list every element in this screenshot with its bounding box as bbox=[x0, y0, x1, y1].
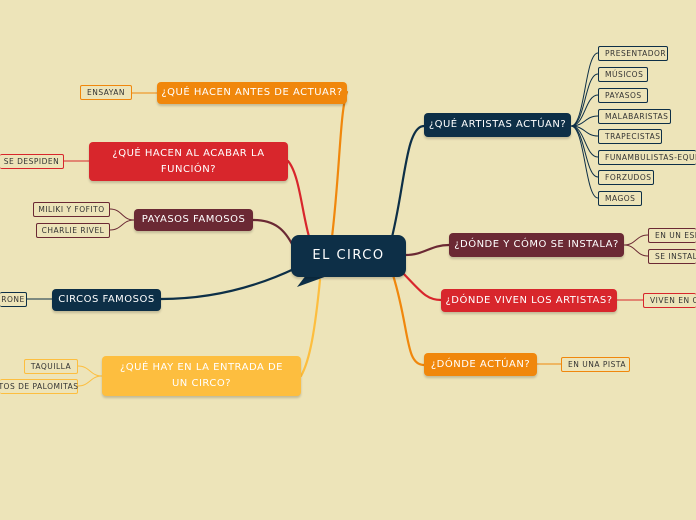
topic-viven[interactable]: ¿DÓNDE VIVEN LOS ARTISTAS? bbox=[441, 289, 617, 312]
leaf-charlie-rivel[interactable]: CHARLIE RIVEL bbox=[36, 223, 110, 238]
leaf-label: CHARLIE RIVEL bbox=[41, 226, 105, 235]
leaf-taquilla[interactable]: TAQUILLA bbox=[24, 359, 78, 374]
leaf-musicos[interactable]: MÚSICOS bbox=[598, 67, 648, 82]
topic-instala[interactable]: ¿DÓNDE Y CÓMO SE INSTALA? bbox=[449, 233, 624, 257]
leaf-label: EN UN ESP bbox=[655, 231, 696, 240]
topic-artistas-label: ¿QUÉ ARTISTAS ACTÚAN? bbox=[428, 119, 567, 130]
leaf-label: TOS DE PALOMITAS bbox=[0, 382, 79, 391]
leaf-miliki-y-fofito[interactable]: MILIKI Y FOFITO bbox=[33, 202, 110, 217]
leaf-label: SE DESPIDEN bbox=[3, 157, 60, 166]
central-topic[interactable]: EL CIRCO bbox=[291, 235, 406, 277]
leaf-forzudos[interactable]: FORZUDOS bbox=[598, 170, 654, 185]
leaf-label: RONE bbox=[1, 295, 25, 304]
leaf-label: MAGOS bbox=[605, 194, 636, 203]
leaf-label: PAYASOS bbox=[605, 91, 642, 100]
leaf-presentador[interactable]: PRESENTADOR bbox=[598, 46, 668, 61]
leaf-circo-rone[interactable]: RONE bbox=[0, 292, 27, 307]
leaf-ensayan[interactable]: ENSAYAN bbox=[80, 85, 132, 100]
topic-actuan[interactable]: ¿DÓNDE ACTÚAN? bbox=[424, 353, 537, 376]
topic-payasos-famosos[interactable]: PAYASOS FAMOSOS bbox=[134, 209, 253, 231]
leaf-puestos-de-palomitas[interactable]: TOS DE PALOMITAS bbox=[0, 379, 78, 394]
leaf-label: MILIKI Y FOFITO bbox=[38, 205, 105, 214]
leaf-malabaristas[interactable]: MALABARISTAS bbox=[598, 109, 671, 124]
leaf-viven-en-caravanas[interactable]: VIVEN EN CA bbox=[643, 293, 696, 308]
leaf-en-un-espacio[interactable]: EN UN ESP bbox=[648, 228, 696, 243]
leaf-label: MALABARISTAS bbox=[605, 112, 669, 121]
leaf-label: SE INSTAL bbox=[655, 252, 696, 261]
leaf-label: PRESENTADOR bbox=[605, 49, 667, 58]
leaf-label: MÚSICOS bbox=[605, 70, 644, 79]
topic-entrada-label: ¿QUÉ HAY EN LA ENTRADA DE UN CIRCO? bbox=[119, 362, 284, 389]
topic-actuan-label: ¿DÓNDE ACTÚAN? bbox=[430, 358, 531, 370]
leaf-payasos[interactable]: PAYASOS bbox=[598, 88, 648, 103]
topic-payasos-famosos-label: PAYASOS FAMOSOS bbox=[141, 214, 246, 225]
central-topic-label: EL CIRCO bbox=[312, 247, 385, 263]
leaf-en-una-pista[interactable]: EN UNA PISTA bbox=[561, 357, 630, 372]
topic-acabar-label: ¿QUÉ HACEN AL ACABAR LA FUNCIÓN? bbox=[112, 147, 265, 175]
leaf-magos[interactable]: MAGOS bbox=[598, 191, 642, 206]
leaf-label: VIVEN EN CA bbox=[650, 296, 696, 305]
leaf-label: FUNAMBULISTAS-EQUILI bbox=[605, 153, 696, 162]
topic-instala-label: ¿DÓNDE Y CÓMO SE INSTALA? bbox=[454, 239, 619, 250]
leaf-label: EN UNA PISTA bbox=[568, 360, 626, 369]
topic-circos-famosos-label: CIRCOS FAMOSOS bbox=[58, 294, 155, 305]
topic-antes-label: ¿QUÉ HACEN ANTES DE ACTUAR? bbox=[161, 87, 343, 98]
topic-entrada[interactable]: ¿QUÉ HAY EN LA ENTRADA DE UN CIRCO? bbox=[102, 356, 301, 396]
leaf-label: FORZUDOS bbox=[605, 173, 652, 182]
leaf-label: TRAPECISTAS bbox=[605, 132, 661, 141]
leaf-trapecistas[interactable]: TRAPECISTAS bbox=[598, 129, 662, 144]
topic-artistas[interactable]: ¿QUÉ ARTISTAS ACTÚAN? bbox=[424, 113, 571, 137]
leaf-label: TAQUILLA bbox=[30, 362, 72, 371]
leaf-funambulistas[interactable]: FUNAMBULISTAS-EQUILI bbox=[598, 150, 696, 165]
topic-circos-famosos[interactable]: CIRCOS FAMOSOS bbox=[52, 289, 161, 311]
topic-antes[interactable]: ¿QUÉ HACEN ANTES DE ACTUAR? bbox=[157, 82, 347, 104]
leaf-label: ENSAYAN bbox=[86, 88, 126, 97]
leaf-se-despiden[interactable]: SE DESPIDEN bbox=[0, 154, 64, 169]
topic-acabar[interactable]: ¿QUÉ HACEN AL ACABAR LA FUNCIÓN? bbox=[89, 142, 288, 181]
topic-viven-label: ¿DÓNDE VIVEN LOS ARTISTAS? bbox=[445, 294, 613, 306]
leaf-se-instala[interactable]: SE INSTAL bbox=[648, 249, 696, 264]
